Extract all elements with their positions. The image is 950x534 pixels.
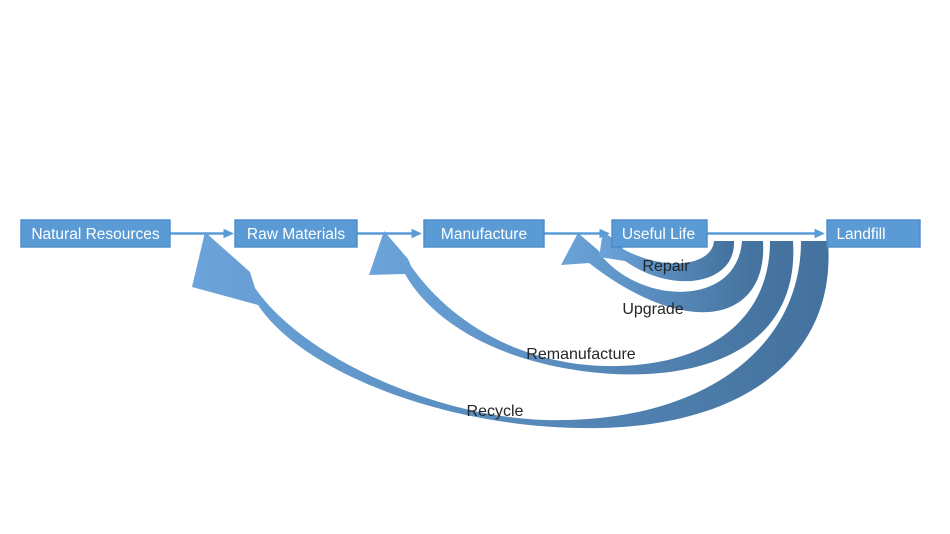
upgrade-label: Upgrade bbox=[622, 301, 683, 318]
node-landfill: Landfill bbox=[826, 219, 921, 248]
node-label-useful-life: Useful Life bbox=[622, 226, 695, 243]
remanufacture-label: Remanufacture bbox=[526, 346, 635, 363]
node-label-landfill: Landfill bbox=[836, 226, 885, 243]
node-manufacture: Manufacture bbox=[423, 219, 545, 248]
recycle-label: Recycle bbox=[467, 403, 524, 420]
upgrade-arrow bbox=[561, 233, 764, 313]
node-raw-materials: Raw Materials bbox=[234, 219, 358, 248]
node-label-manufacture: Manufacture bbox=[441, 226, 527, 243]
node-label-natural-resources: Natural Resources bbox=[31, 226, 160, 243]
node-box-raw-materials bbox=[234, 219, 358, 248]
repair-label: Repair bbox=[642, 258, 690, 275]
node-box-landfill bbox=[826, 219, 921, 248]
node-useful-life: Useful Life bbox=[611, 219, 708, 248]
repair-arrow bbox=[599, 231, 735, 282]
node-natural-resources: Natural Resources bbox=[20, 219, 171, 248]
node-box-manufacture bbox=[423, 219, 545, 248]
node-box-useful-life bbox=[611, 219, 708, 248]
node-label-raw-materials: Raw Materials bbox=[247, 226, 345, 243]
node-box-natural-resources bbox=[20, 219, 171, 248]
